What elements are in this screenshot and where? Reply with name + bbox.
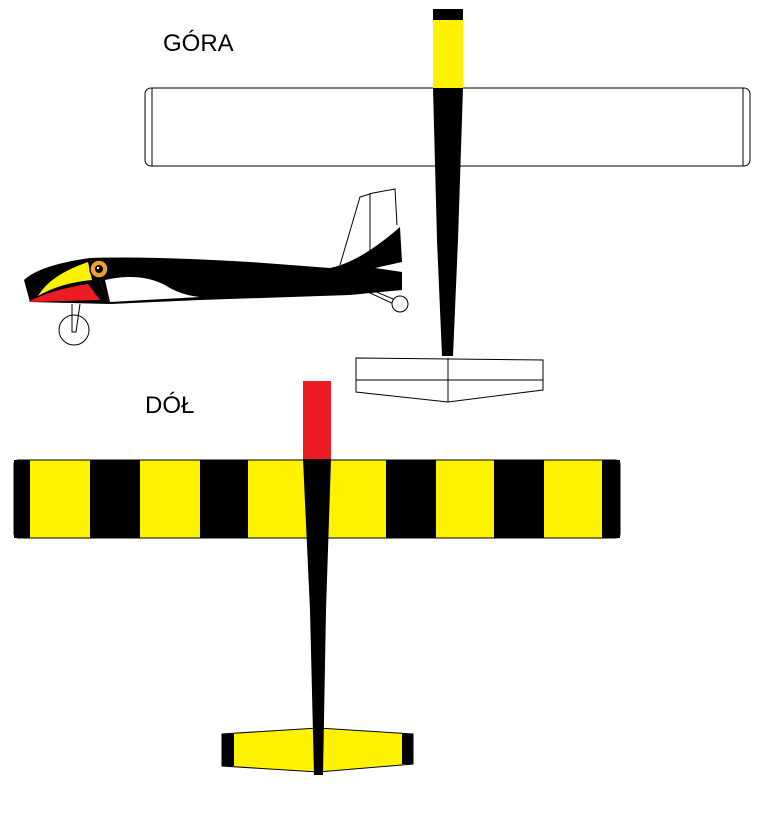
main-wheel bbox=[58, 314, 90, 346]
top-view bbox=[144, 9, 751, 403]
fin-outline bbox=[339, 188, 398, 266]
bottom-view bbox=[13, 381, 621, 775]
main-gear-strut bbox=[71, 303, 81, 333]
bottom-fuselage bbox=[303, 459, 331, 775]
side-belly-white bbox=[105, 276, 200, 302]
side-view bbox=[24, 188, 409, 346]
side-beak-yellow bbox=[38, 262, 92, 296]
top-nose-tip bbox=[433, 9, 463, 20]
tail-wheel bbox=[391, 295, 409, 313]
bottom-nose-red bbox=[303, 381, 331, 459]
top-nose-yellow bbox=[433, 20, 463, 88]
top-view-label: GÓRA bbox=[163, 30, 234, 57]
bottom-view-label: DÓŁ bbox=[145, 392, 195, 419]
side-beak-red bbox=[28, 284, 100, 302]
side-fuselage-black bbox=[90, 227, 402, 304]
top-fuselage bbox=[433, 88, 463, 356]
